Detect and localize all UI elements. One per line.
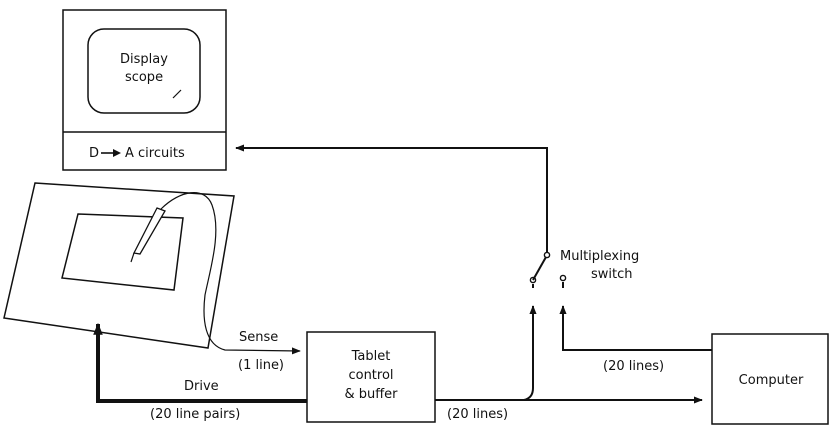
converter-prefix: D xyxy=(89,146,99,161)
sense-label: Sense xyxy=(239,330,278,345)
tablet xyxy=(3,182,301,355)
switch-pivot xyxy=(543,251,551,259)
tablet-controller-box xyxy=(306,331,436,423)
switch-contact-right xyxy=(559,274,567,282)
drive-lines-label: (20 line pairs) xyxy=(150,407,240,422)
multiplexing-switch: Multiplexing switch xyxy=(529,249,639,288)
stylus-cable xyxy=(160,191,301,355)
tablet-active-area xyxy=(61,213,184,291)
display-screen-label-2: scope xyxy=(125,70,163,85)
display-monitor: Display scope D A circuits xyxy=(62,9,227,171)
display-screen xyxy=(87,28,201,114)
stylus-icon xyxy=(130,207,166,263)
computer-label: Computer xyxy=(739,373,804,388)
controller-label-3: & buffer xyxy=(344,387,398,402)
computer: Computer xyxy=(711,333,829,425)
converter-arrow-icon xyxy=(101,149,121,157)
computer-box xyxy=(711,333,829,425)
switch-to-display-line xyxy=(235,144,548,252)
controller-to-switch-line xyxy=(523,305,537,401)
controller-label-2: control xyxy=(348,368,393,383)
converter-label: A circuits xyxy=(125,146,185,161)
controller-out-lines-label: (20 lines) xyxy=(447,407,508,422)
screen-trace-mark xyxy=(172,89,182,99)
computer-out-lines-label: (20 lines) xyxy=(603,359,664,374)
switch-blade xyxy=(532,256,547,281)
drive-label: Drive xyxy=(184,379,219,394)
switch-label-2: switch xyxy=(591,267,633,282)
drive-line xyxy=(93,322,307,403)
controller-label-1: Tablet xyxy=(351,349,391,364)
sense-lines-label: (1 line) xyxy=(238,358,284,373)
display-screen-label-1: Display xyxy=(120,52,168,67)
tablet-controller: Tablet control & buffer xyxy=(306,331,436,423)
computer-to-switch-line xyxy=(559,305,712,351)
switch-label-1: Multiplexing xyxy=(560,249,639,264)
